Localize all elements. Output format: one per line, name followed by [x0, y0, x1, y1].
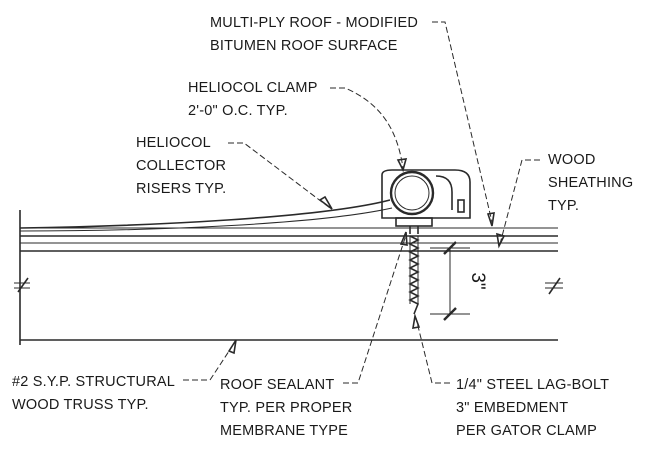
clamp-base	[395, 217, 433, 227]
sheathing-label: WOOD SHEATHING TYP.	[548, 152, 638, 214]
left-break-mark	[14, 277, 30, 293]
lag-bolt-thread	[408, 235, 420, 315]
clamp-leader	[330, 87, 404, 169]
collector-pipe	[389, 170, 435, 216]
sealant-label: ROOF SEALANT TYP. PER PROPER MEMBRANE TY…	[220, 377, 357, 439]
sealant-leader	[343, 234, 407, 384]
clamp-latch	[435, 175, 453, 210]
clamp-label: HELIOCOL CLAMP 2'-0" O.C. TYP.	[188, 80, 322, 119]
roof-surface-label: MULTI-PLY ROOF - MODIFIED BITUMEN ROOF S…	[210, 15, 422, 54]
truss-leader	[183, 341, 236, 381]
heliocol-clamp	[381, 169, 471, 227]
clamp-tab	[457, 199, 465, 213]
sheathing-leader	[499, 159, 540, 245]
embedment-dimension: 3"	[430, 241, 488, 321]
roof-assembly	[14, 210, 563, 345]
lag-bolt	[408, 226, 420, 315]
risers-leader	[228, 142, 331, 209]
right-break-mark	[545, 277, 563, 295]
embedment-dim-label: 3"	[467, 272, 488, 289]
roof-surface-leader	[432, 21, 493, 223]
lag-bolt-label: 1/4" STEEL LAG-BOLT 3" EMBEDMENT PER GAT…	[456, 377, 613, 439]
truss-label: #2 S.Y.P. STRUCTURAL WOOD TRUSS TYP.	[12, 374, 179, 413]
risers-label: HELIOCOL COLLECTOR RISERS TYP.	[136, 135, 230, 197]
lag-bolt-leader	[415, 317, 450, 384]
clamp-body	[381, 169, 471, 219]
collector-riser-lower	[19, 207, 393, 232]
collector-riser	[19, 199, 391, 229]
